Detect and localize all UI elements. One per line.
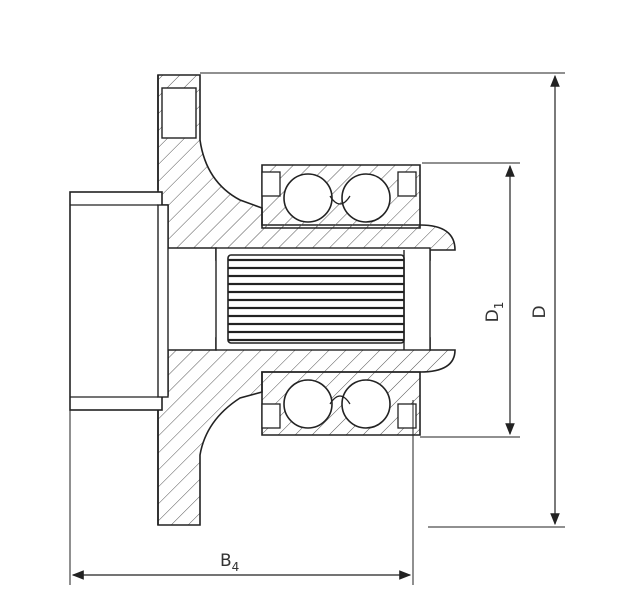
outer-diameter-label: D xyxy=(530,305,550,318)
width-subscript: 4 xyxy=(232,560,240,574)
ball-upper-right xyxy=(341,173,391,223)
width-label: B xyxy=(220,551,232,571)
dimension-outer-diameter: D xyxy=(530,74,560,526)
svg-text:B4: B4 xyxy=(220,551,239,574)
spline-bore xyxy=(215,247,431,351)
pilot-spigot xyxy=(69,191,169,411)
ball-lower-left xyxy=(283,379,333,429)
dimension-width: B4 xyxy=(71,551,412,580)
ball-upper-left xyxy=(283,173,333,223)
spline-teeth xyxy=(227,254,405,344)
inner-diameter-label: D xyxy=(483,309,503,322)
extension-lines xyxy=(69,72,565,585)
svg-text:D1: D1 xyxy=(483,302,506,323)
inner-diameter-subscript: 1 xyxy=(492,302,506,310)
dimension-inner-diameter: D1 xyxy=(483,164,515,436)
flange-bolt-hole xyxy=(161,87,197,139)
ball-lower-right xyxy=(341,379,391,429)
bearing-upper xyxy=(261,164,421,229)
bearing-lower xyxy=(261,371,421,436)
